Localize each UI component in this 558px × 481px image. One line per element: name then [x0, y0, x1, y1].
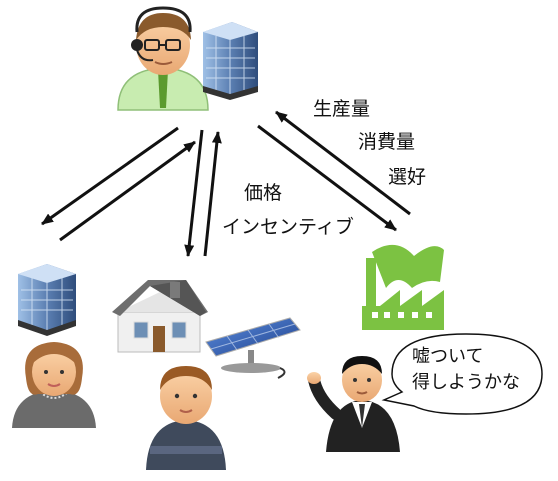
arrow-center-to-left: [41, 126, 179, 226]
label-production: 生産量: [313, 98, 371, 120]
label-incentive: インセンティブ: [222, 216, 354, 238]
label-price: 価格: [244, 182, 283, 204]
label-consumption: 消費量: [358, 131, 416, 153]
arrow-left-to-center: [59, 140, 196, 242]
woman-avatar-icon: [12, 342, 96, 428]
label-preference: 選好: [388, 166, 427, 188]
speech-bubble-line-2: 得しようかな: [412, 372, 520, 393]
arrow-house-to-center: [203, 131, 222, 257]
speech-bubble: [381, 333, 543, 415]
arrow-center-to-factory: [257, 124, 397, 232]
factory-icon: [362, 244, 444, 330]
arrow-factory-to-center: [275, 110, 411, 216]
office-building-icon-top: [203, 22, 258, 100]
office-building-icon-left: [18, 264, 76, 336]
operator-with-headset-icon: [117, 6, 209, 111]
speech-bubble-line-1: 嘘ついて: [412, 346, 484, 367]
arrows: [41, 110, 411, 257]
solar-panel-icon: [205, 317, 301, 379]
house-icon: [112, 280, 208, 353]
boy-avatar-icon: [146, 366, 226, 470]
businessman-avatar-icon: [307, 356, 400, 452]
arrow-center-to-house: [184, 129, 204, 257]
